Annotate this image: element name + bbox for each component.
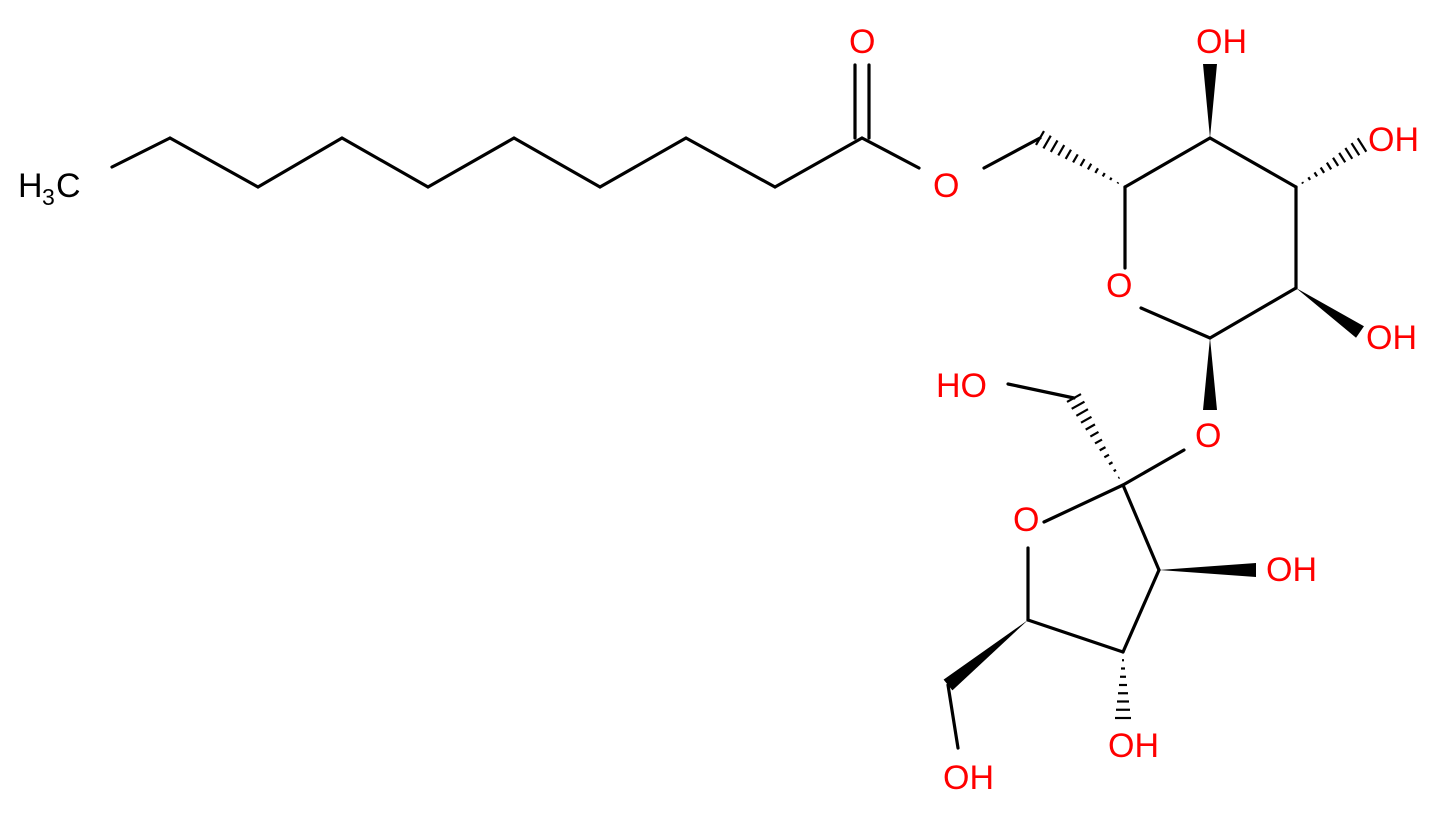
pyranose-c2-hydroxyl: OH	[1366, 319, 1417, 357]
c3-oh-hash-bond-dash	[1344, 147, 1354, 160]
c3-oh-hash-bond-dash	[1319, 166, 1326, 174]
c3-oh-hash-bond-dash	[1313, 171, 1319, 178]
bonds	[110, 63, 1298, 750]
c5-ch2-hash-bond-dash	[1049, 139, 1059, 153]
methyl-c: C	[56, 167, 81, 205]
c5-ch2-hash-bond-dash	[1094, 167, 1099, 174]
c5-ch2-hash-bond-dash	[1035, 130, 1045, 146]
methyl-label: H 3 C	[18, 167, 81, 210]
methyl-subscript: 3	[42, 184, 55, 210]
fructose-c3-oh-wedge-bond	[1159, 563, 1256, 577]
methyl-h: H	[18, 167, 43, 205]
carbonyl-oxygen: O	[849, 23, 875, 61]
bond-10	[982, 136, 1042, 170]
c5-ch2-hash-bond-dash	[1109, 177, 1113, 181]
glycosidic-oxygen: O	[1195, 417, 1221, 455]
c3-oh-hash-bond-dash	[1338, 152, 1347, 163]
bond-8	[773, 136, 864, 189]
fructose-c2-ch2-hash-bond-dash	[1108, 461, 1114, 466]
bond-0	[110, 136, 172, 169]
fructose-c1-hydroxyl: HO	[936, 367, 987, 405]
c3-oh-hash-bond-dash	[1350, 142, 1361, 156]
fructose-c2-ch2-hash-bond-dash	[1099, 446, 1107, 452]
bond-6	[598, 136, 688, 189]
fructose-c4-oh-hash-bond	[1115, 659, 1131, 720]
bond-12	[1139, 306, 1212, 340]
furanose-ring-oxygen: O	[1013, 501, 1039, 539]
fructose-c5-ch2-wedge-bond	[943, 620, 1028, 691]
fructose-c2-ch2-hash-bond-dash	[1080, 415, 1093, 424]
pyranose-ring-oxygen: O	[1106, 267, 1132, 305]
c3-oh-hash-bond	[1301, 137, 1368, 185]
bond-19	[1121, 568, 1161, 654]
fructose-c3-hydroxyl: OH	[1266, 551, 1317, 589]
fructose-c2-ch2-hash-bond-dash	[1113, 468, 1117, 473]
fructose-c2-ch2-hash-bond	[1066, 393, 1121, 480]
bond-2	[256, 136, 344, 189]
c5-ch2-hash-bond-dash	[1057, 144, 1066, 156]
fructose-c1-oh-bond	[1006, 382, 1076, 400]
c5-ch2-hash-bond-dash	[1101, 172, 1106, 178]
stereo-bonds	[943, 64, 1368, 720]
c3-oh-hash-bond-dash	[1307, 176, 1311, 181]
c3-oh-hash-bond-dash	[1325, 162, 1333, 170]
bond-18	[1121, 483, 1161, 572]
fructose-c2-ch2-hash-bond-dash	[1103, 453, 1110, 459]
c5-ch2-hash-bond-dash	[1116, 181, 1120, 185]
c5-ch2-hash-bond-dash	[1072, 153, 1079, 164]
c2-oh-wedge-bond	[1296, 288, 1364, 338]
c5-ch2-hash-bond	[1035, 130, 1120, 185]
bond-9	[860, 136, 921, 170]
fructose-c2-ch2-hash-bond-dash	[1085, 423, 1096, 431]
fructose-c2-ch2-hash-bond-dash	[1117, 476, 1121, 480]
fructose-c6-hydroxyl: OH	[943, 759, 994, 797]
c3-oh-hash-bond-dash	[1332, 157, 1340, 167]
fructose-c2-ch2-hash-bond-dash	[1089, 431, 1100, 438]
c5-ch2-hash-bond-dash	[1079, 158, 1086, 167]
fructose-c4-hydroxyl: OH	[1108, 727, 1159, 765]
bond-16	[1123, 136, 1212, 189]
fructose-c2-ch2-hash-bond-dash	[1075, 408, 1089, 417]
c3-oh-hash-bond-dash	[1301, 181, 1304, 185]
c4-oh-wedge-bond	[1203, 64, 1217, 138]
bond-23	[946, 683, 960, 750]
bond-3	[340, 136, 430, 189]
bond-20	[1026, 618, 1125, 654]
bond-4	[426, 136, 516, 189]
c1-glycosidic-wedge-bond	[1203, 338, 1217, 410]
pyranose-c3-hydroxyl: OH	[1368, 121, 1419, 159]
bond-1	[168, 136, 260, 189]
c5-ch2-hash-bond-dash	[1086, 163, 1093, 171]
fructose-c2-ch2-hash-bond-dash	[1071, 400, 1086, 410]
bond-15	[1208, 136, 1298, 189]
bond-7	[684, 136, 777, 189]
c3-oh-hash-bond-dash	[1356, 137, 1368, 153]
pyranose-c4-hydroxyl: OH	[1196, 23, 1247, 61]
c5-ch2-hash-bond-dash	[1042, 135, 1052, 149]
bond-13	[1208, 286, 1298, 340]
c5-ch2-hash-bond-dash	[1064, 149, 1072, 160]
bond-22	[1042, 483, 1125, 524]
bond-5	[512, 136, 602, 189]
ester-oxygen: O	[933, 167, 959, 205]
bond-17	[1121, 448, 1186, 487]
fructose-c2-ch2-hash-bond-dash	[1094, 438, 1103, 445]
fructose-c2-ch2-hash-bond-dash	[1066, 393, 1082, 403]
